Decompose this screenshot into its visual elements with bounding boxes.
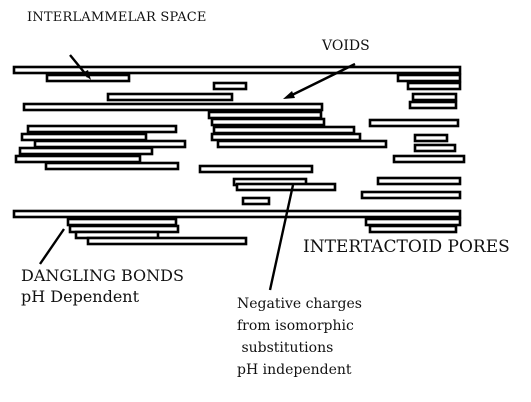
- negative-charges-label-line-2: from isomorphic: [237, 318, 354, 334]
- interlamellar-arrowhead: [82, 70, 91, 80]
- clay-platelet: [26, 124, 178, 134]
- dangling-bonds-label: DANGLING BONDS: [21, 266, 184, 285]
- clay-platelet: [207, 110, 323, 120]
- clay-platelet: [368, 118, 460, 128]
- clay-platelet: [216, 139, 388, 149]
- clay-platelet: [198, 164, 314, 174]
- clay-platelet: [212, 125, 356, 135]
- clay-platelet: [241, 196, 271, 206]
- clay-platelet: [368, 224, 458, 234]
- clay-platelet: [212, 81, 248, 91]
- clay-platelet: [12, 209, 462, 219]
- clay-platelet: [411, 92, 458, 102]
- clay-platelet: [86, 236, 248, 246]
- clay-platelet: [210, 132, 362, 142]
- clay-platelet: [406, 81, 462, 91]
- negative-charges-label-line-1: Negative charges: [237, 296, 362, 312]
- voids-arrowhead: [283, 91, 295, 99]
- clay-platelet: [14, 154, 142, 164]
- clay-platelet: [12, 65, 462, 75]
- clay-platelet: [106, 92, 234, 102]
- clay-platelet: [20, 132, 148, 142]
- interlamellar-space-label: INTERLAMMELAR SPACE: [27, 10, 207, 25]
- clay-platelet: [376, 176, 462, 186]
- clay-platelet: [18, 146, 154, 156]
- clay-platelet: [22, 102, 324, 112]
- clay-platelet: [413, 133, 449, 143]
- clay-platelet: [44, 161, 180, 171]
- clay-platelet: [413, 143, 457, 153]
- clay-platelet: [360, 190, 462, 200]
- voids-label: VOIDS: [322, 38, 370, 54]
- clay-platelet: [392, 154, 466, 164]
- clay-platelet: [66, 217, 178, 227]
- negative-charges-label-line-4: pH independent: [237, 362, 352, 378]
- clay-platelet: [33, 139, 187, 149]
- negative-charges-leader: [268, 184, 295, 291]
- intertactoid-pores-label: INTERTACTOID PORES: [303, 237, 510, 257]
- negative-charges-label-line-3: substitutions: [237, 340, 334, 356]
- clay-platelet: [408, 100, 458, 110]
- voids-arrow: [289, 62, 356, 98]
- dangling-bonds-leader: [39, 228, 65, 265]
- clay-platelet: [364, 217, 462, 227]
- clay-platelet: [235, 182, 337, 192]
- clay-platelet: [396, 73, 462, 83]
- clay-platelet: [210, 117, 326, 127]
- ph-dependent-label: pH Dependent: [21, 287, 140, 306]
